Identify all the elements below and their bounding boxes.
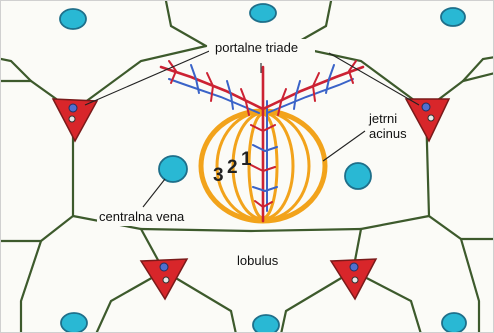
zone-number-2: 2 — [227, 157, 238, 178]
label-central-vein: centralna vena — [99, 209, 185, 224]
leader-central-vein — [143, 179, 165, 207]
vascular-branches — [161, 67, 363, 221]
zone-number-3: 3 — [213, 165, 224, 186]
septum-line — [1, 59, 31, 81]
septum-line — [281, 271, 353, 333]
septum-line — [166, 1, 206, 46]
vessel-branch-left — [169, 79, 259, 113]
portal-triad — [406, 99, 449, 141]
label-acinus-line1: jetrni — [368, 111, 397, 126]
central-vein — [61, 313, 87, 333]
label-acinus-line2: acinus — [369, 126, 407, 141]
central-vein — [250, 4, 276, 22]
septum-line — [21, 241, 41, 333]
central-vein — [442, 313, 466, 333]
leader-acinus — [323, 131, 365, 161]
label-lobule: lobulus — [237, 253, 279, 268]
leader-portal-triads-right — [329, 53, 419, 105]
central-vein — [345, 163, 371, 189]
septum-line — [1, 111, 73, 241]
septum-line — [426, 109, 494, 239]
central-vein — [441, 8, 465, 26]
central-vein — [60, 9, 86, 29]
central-vein — [253, 315, 279, 333]
septum-line — [141, 229, 361, 231]
label-portal-triads: portalne triade — [215, 40, 298, 55]
central-vein — [159, 156, 187, 182]
portal-triad — [53, 99, 97, 141]
zone-number-1: 1 — [241, 149, 252, 170]
